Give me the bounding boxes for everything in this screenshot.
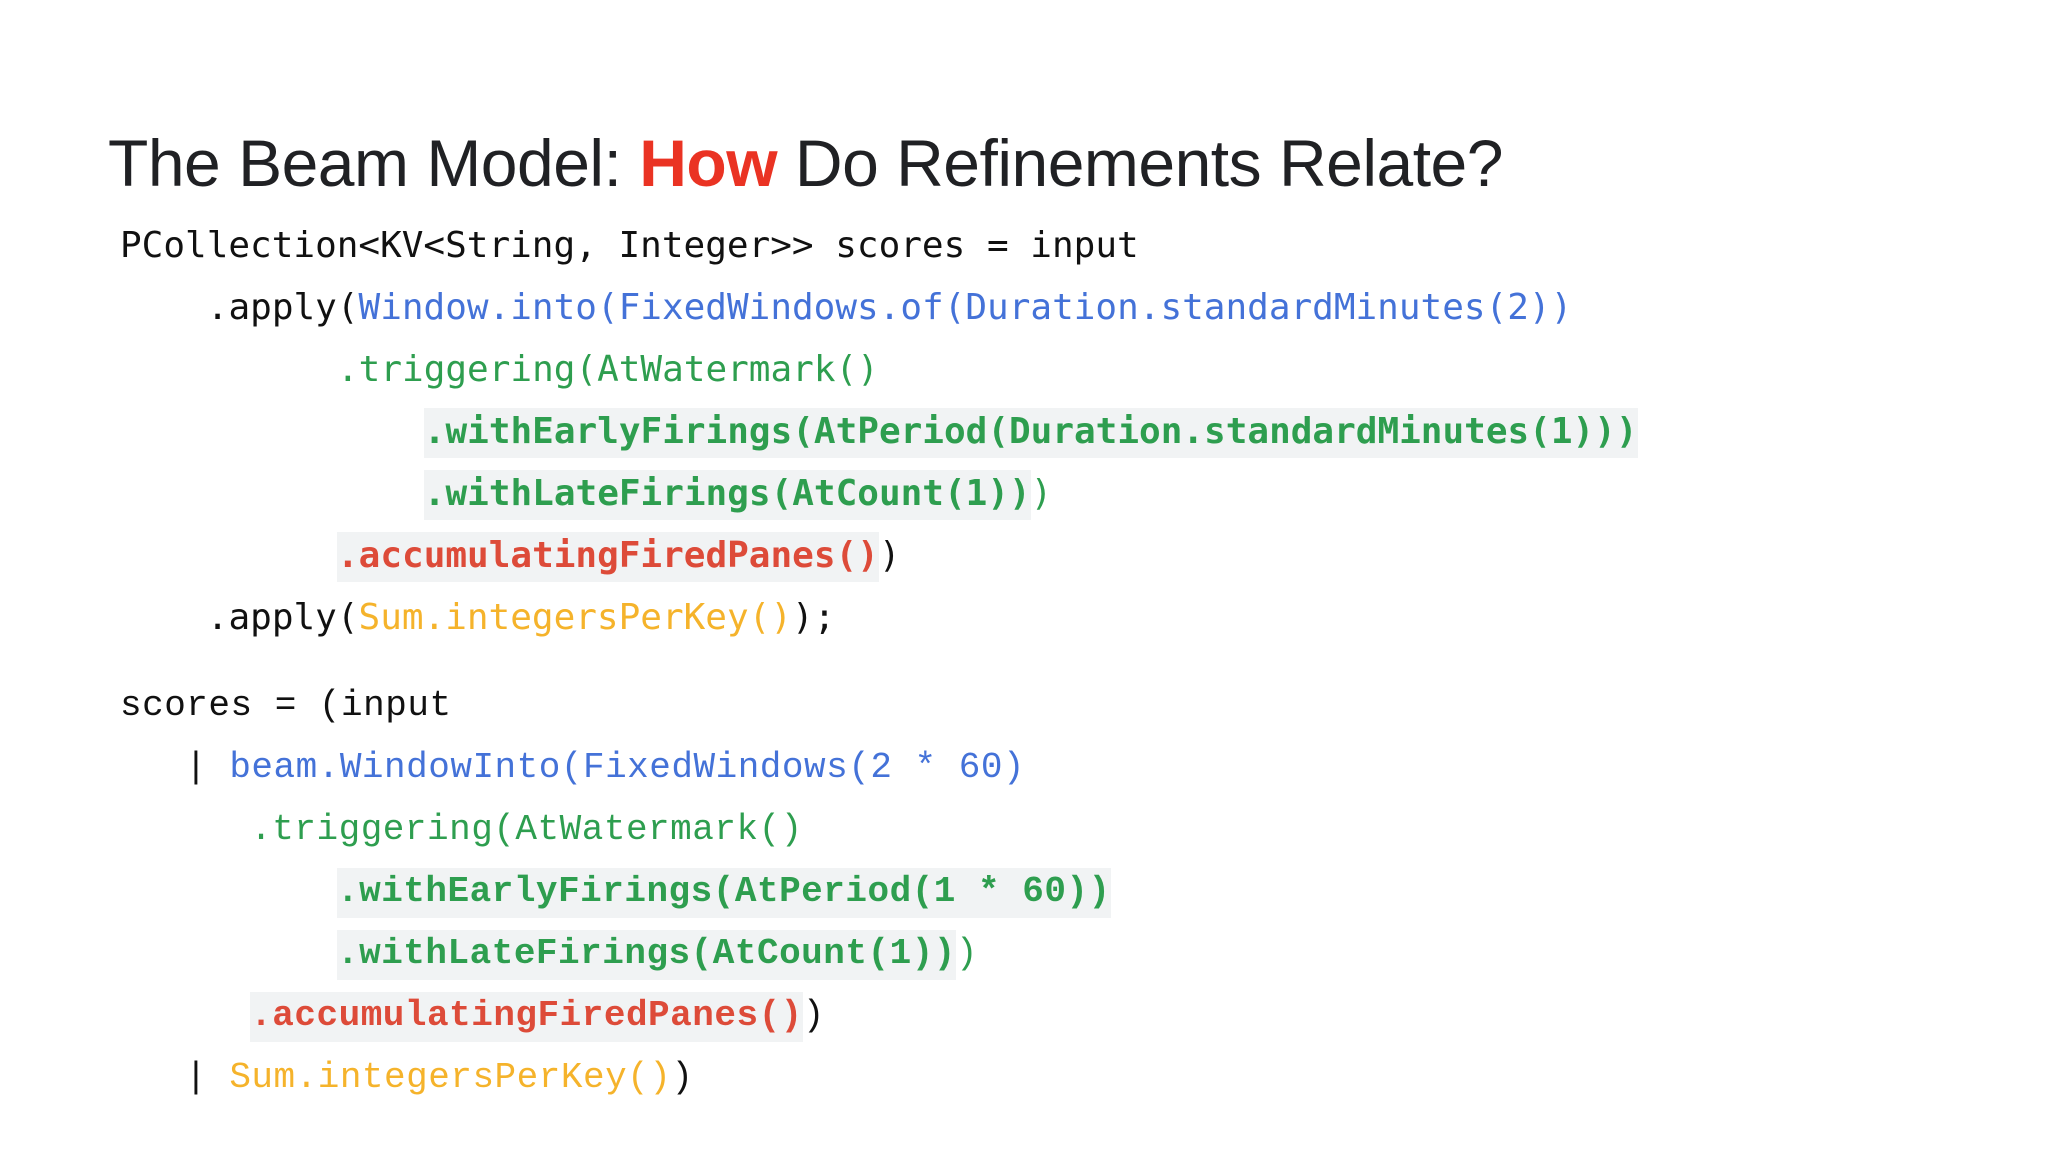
code-line: .withEarlyFirings(AtPeriod(Duration.stan… — [0, 401, 2048, 463]
page-title-suffix: Do Refinements Relate? — [777, 126, 1504, 201]
code-block-java: PCollection<KV<String, Integer>> scores … — [0, 215, 2048, 649]
code-token: ); — [792, 597, 836, 638]
code-line: PCollection<KV<String, Integer>> scores … — [0, 215, 2048, 277]
code-token: ) — [802, 995, 825, 1036]
code-token: | — [185, 747, 230, 788]
code-token: Sum.integersPerKey() — [229, 1057, 672, 1098]
code-line: .accumulatingFiredPanes()) — [0, 985, 2048, 1047]
code-line: .withLateFirings(AtCount(1))) — [0, 463, 2048, 525]
code-token: .triggering(AtWatermark() — [337, 349, 879, 390]
code-area: PCollection<KV<String, Integer>> scores … — [0, 215, 2048, 1109]
code-token-highlighted: .accumulatingFiredPanes() — [337, 532, 879, 582]
code-line: | Sum.integersPerKey()) — [0, 1047, 2048, 1109]
page-title-prefix: The Beam Model: — [108, 126, 640, 201]
page-title: The Beam Model: How Do Refinements Relat… — [108, 126, 1503, 202]
code-token: beam.WindowInto(FixedWindows(2 * 60) — [229, 747, 1026, 788]
code-token: ) — [878, 535, 901, 576]
code-line: | beam.WindowInto(FixedWindows(2 * 60) — [0, 737, 2048, 799]
code-token: PCollection<KV<String, Integer>> scores … — [120, 225, 1139, 266]
code-line: .triggering(AtWatermark() — [0, 799, 2048, 861]
code-line: .apply(Sum.integersPerKey()); — [0, 587, 2048, 649]
page-title-accent: How — [639, 126, 778, 201]
code-line: .withEarlyFirings(AtPeriod(1 * 60)) — [0, 861, 2048, 923]
code-line: .accumulatingFiredPanes()) — [0, 525, 2048, 587]
code-token: Sum.integersPerKey() — [358, 597, 792, 638]
code-token-highlighted: .withLateFirings(AtCount(1)) — [423, 470, 1031, 520]
code-token: ) — [1030, 473, 1053, 514]
code-token-highlighted: .withEarlyFirings(AtPeriod(1 * 60)) — [337, 868, 1111, 918]
code-token: ) — [955, 933, 979, 974]
code-token: .apply( — [206, 597, 359, 638]
code-token: .apply( — [206, 287, 359, 328]
code-line: .apply(Window.into(FixedWindows.of(Durat… — [0, 277, 2048, 339]
code-token: .triggering(AtWatermark() — [250, 809, 803, 850]
code-line: scores = (input — [0, 675, 2048, 737]
code-line: .triggering(AtWatermark() — [0, 339, 2048, 401]
code-token: ) — [671, 1057, 694, 1098]
code-token: | — [185, 1057, 230, 1098]
code-block-gap — [0, 649, 2048, 675]
code-token-highlighted: .withLateFirings(AtCount(1)) — [337, 930, 956, 980]
code-line: .withLateFirings(AtCount(1))) — [0, 923, 2048, 985]
code-token-highlighted: .withEarlyFirings(AtPeriod(Duration.stan… — [423, 408, 1638, 458]
code-token: Window.into(FixedWindows.of(Duration.sta… — [358, 287, 1573, 328]
code-token: scores = (input — [120, 685, 452, 726]
code-token-highlighted: .accumulatingFiredPanes() — [250, 992, 803, 1042]
code-block-python: scores = (input | beam.WindowInto(FixedWi… — [0, 675, 2048, 1109]
